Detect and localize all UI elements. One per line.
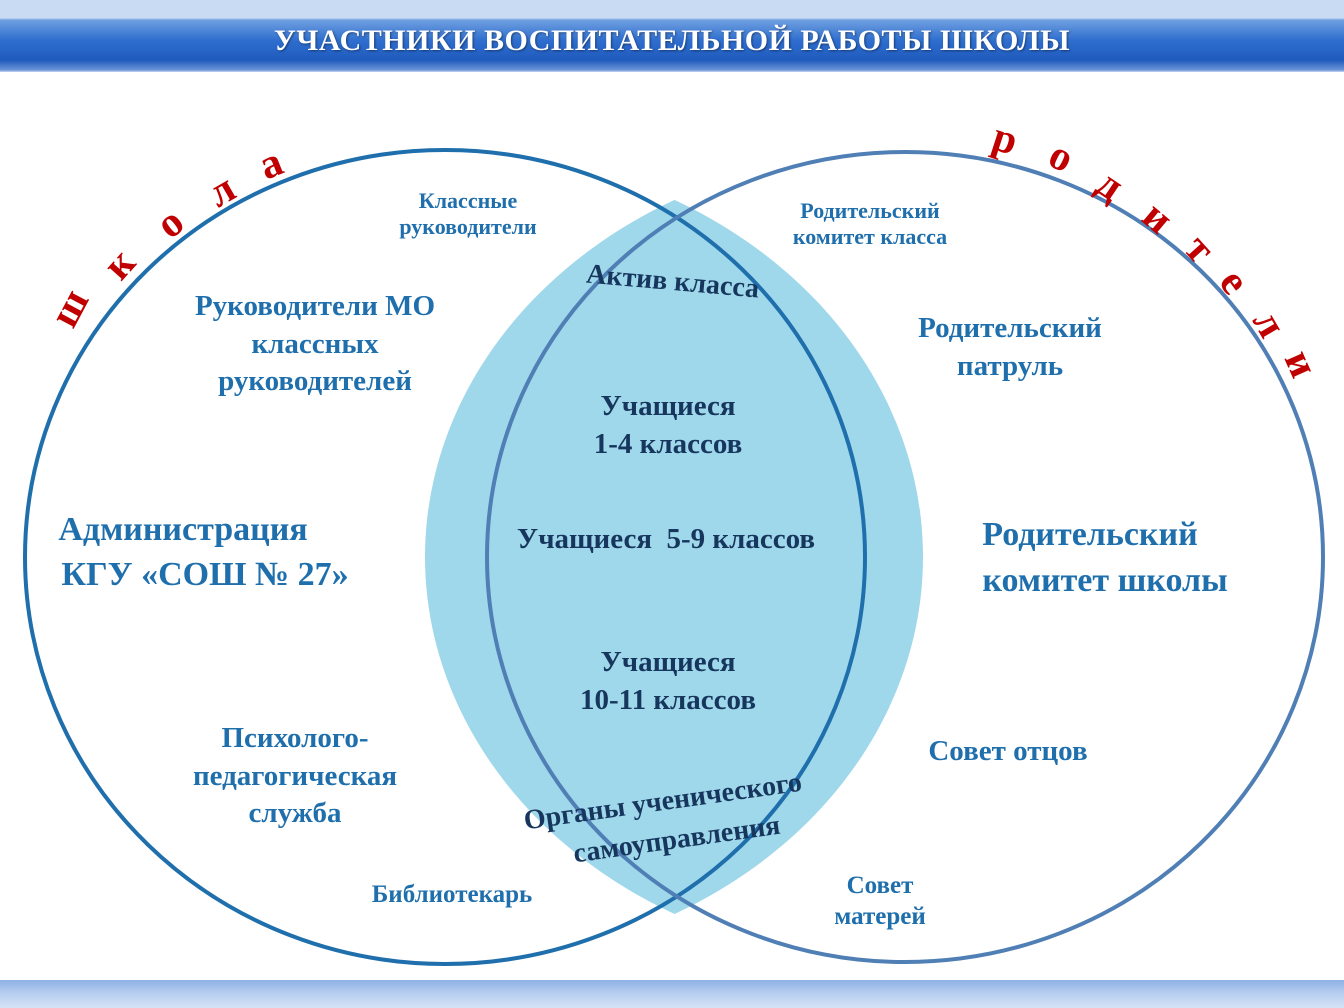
- arc-letter: о: [1042, 132, 1081, 183]
- label-school-parent-committee: Родительский комитет школы: [982, 516, 1228, 599]
- page-title: УЧАСТНИКИ ВОСПИТАТЕЛЬНОЙ РАБОТЫ ШКОЛЫ: [273, 24, 1071, 57]
- arc-letter: о: [148, 199, 193, 248]
- arc-letter: ш: [41, 282, 98, 335]
- label-grades-5-9: Учащиеся 5-9 классов: [516, 523, 816, 555]
- arc-letter: и: [1275, 343, 1327, 384]
- intersection-fill: [425, 150, 923, 964]
- arc-letter: л: [200, 165, 243, 217]
- arc-letter: р: [987, 114, 1023, 165]
- label-class-teachers: Классные руководители: [399, 188, 537, 240]
- footer-bar: [0, 980, 1344, 1008]
- arc-letter: т: [1176, 226, 1224, 272]
- label-grades-1-4: Учащиеся 1-4 классов: [593, 390, 743, 460]
- arc-letter: д: [1088, 160, 1131, 210]
- label-fathers-council: Совет отцов: [928, 735, 1088, 767]
- label-grades-10-11: Учащиеся 10-11 классов: [580, 646, 756, 716]
- label-administration: Администрация КГУ «СОШ № 27»: [58, 511, 349, 593]
- label-psych-service: Психолого- педагогическая служба: [192, 722, 398, 830]
- arc-letter: и: [1134, 192, 1182, 243]
- label-librarian: Библиотекарь: [371, 881, 533, 908]
- label-mothers-council: Совет матерей: [834, 872, 926, 931]
- parents-circle: [485, 150, 1325, 964]
- label-mo-heads: Руководители МО классных руководителей: [194, 290, 436, 398]
- school-circle: [23, 148, 867, 966]
- arc-letter: е: [1210, 261, 1258, 303]
- label-parent-patrol: Родительский патруль: [918, 312, 1102, 382]
- label-class-parent-committee: Родительский комитет класса: [792, 198, 948, 250]
- arc-letter: л: [1243, 302, 1295, 345]
- title-bar: [0, 0, 1344, 72]
- arc-letter: а: [253, 139, 290, 190]
